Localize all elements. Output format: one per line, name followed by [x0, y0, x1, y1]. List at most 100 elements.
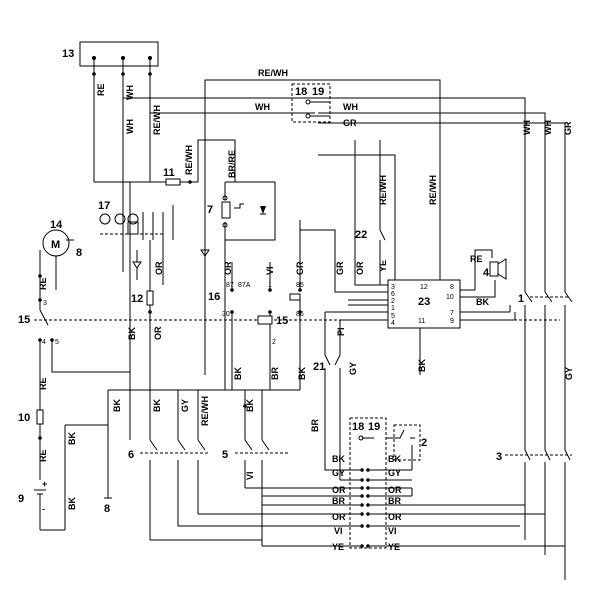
term-or2-r: OR [388, 512, 402, 522]
pin-1: 1 [268, 282, 272, 289]
wire-label-ye-22: YE [378, 260, 388, 272]
wire-label-gy-b: GY [180, 399, 190, 412]
pin-r6: 6 [391, 291, 395, 298]
term-vi-l: VI [334, 526, 343, 536]
switch-3 [505, 449, 572, 580]
battery-plus: + [42, 479, 47, 489]
horn-4 [474, 249, 507, 298]
wire-label-rewh-11: RE/WH [184, 145, 194, 175]
fuse-12 [146, 285, 154, 390]
switch-17 [99, 205, 174, 240]
wire-label-or-12a: OR [154, 261, 164, 275]
pin-2: 2 [272, 339, 276, 346]
term-vi-r: VI [388, 526, 397, 536]
control-unit-23 [300, 140, 515, 375]
pin-r1: 1 [391, 305, 395, 312]
term-br-l: BR [332, 496, 345, 506]
label-14: 14 [50, 219, 63, 231]
wire-label-bk-b2: BK [152, 399, 162, 412]
wire-label-re-15: RE [38, 377, 48, 390]
wire-label-pi-23: PI [336, 327, 346, 336]
pin-r2: 2 [391, 298, 395, 305]
wire-label-rewh-23: RE/WH [428, 175, 438, 205]
pin-87a: 87A [238, 282, 251, 289]
terminal-rows [262, 390, 566, 580]
wire-label-re-14: RE [38, 277, 48, 290]
pin-r9: 9 [450, 318, 454, 325]
pin-r11: 11 [418, 318, 425, 325]
switch-2 [386, 424, 421, 461]
wire-label-wh-top: WH [255, 102, 270, 112]
fuse-11 [94, 178, 198, 186]
term-ye-l: YE [332, 542, 344, 552]
pin-s5: 5 [55, 339, 59, 346]
relay-16 [224, 220, 302, 390]
wire-label-vi-16: VI [265, 266, 275, 275]
label-23: 23 [418, 296, 430, 308]
wire-label-re-13: RE [96, 83, 106, 96]
motor-14 [42, 229, 74, 290]
pin-s3: 3 [43, 300, 47, 307]
fuse-10 [36, 409, 44, 480]
label-1: 1 [518, 293, 524, 305]
wire-label-rewh-top: RE/WH [258, 68, 288, 78]
pin-85: 85 [296, 282, 304, 289]
label-22: 22 [355, 229, 367, 241]
wire-label-vi-5: VI [245, 471, 255, 480]
switch-22 [379, 229, 386, 241]
label-19-top: 19 [312, 86, 324, 98]
wire-label-br-21: BR [310, 419, 320, 432]
wire-label-rewh-13: RE/WH [152, 105, 162, 135]
pin-s4: 4 [42, 339, 46, 346]
wire-label-gr-23: GR [335, 261, 345, 275]
label-3: 3 [496, 451, 502, 463]
wire-label-gy-23: GY [348, 362, 358, 375]
wire-label-wh-r2: WH [543, 120, 553, 135]
label-21: 21 [313, 361, 325, 373]
wire-label-gr-r: GR [563, 121, 573, 135]
relay-7 [221, 195, 266, 228]
term-or2-l: OR [332, 512, 346, 522]
wire-label-rewh-22: RE/WH [378, 175, 388, 205]
switch-1 [509, 282, 573, 450]
label-12: 12 [131, 293, 143, 305]
pin-86: 86 [296, 311, 304, 318]
wire-label-bk-9: BK [67, 497, 77, 510]
terminal-block-13 [79, 41, 159, 67]
wire-label-gr-16: GR [295, 261, 305, 275]
term-gy-l: GY [332, 468, 345, 478]
ground-8 [104, 390, 112, 499]
connector-18-19-bottom [349, 417, 387, 549]
wiring-under-17 [122, 182, 210, 390]
wire-label-bk-9b: BK [67, 432, 77, 445]
term-ye-r: YE [388, 542, 400, 552]
switch-21 [324, 312, 341, 460]
term-or-r: OR [388, 485, 402, 495]
label-11: 11 [163, 167, 175, 179]
term-bk-l: BK [332, 454, 345, 464]
label-17: 17 [98, 200, 110, 212]
wire-label-bk-23: BK [417, 359, 427, 372]
wire-label-wh-13b: WH [125, 119, 135, 134]
pin-r7: 7 [450, 310, 454, 317]
wire-label-rewh-b: RE/WH [200, 396, 210, 426]
battery-minus: - [42, 504, 45, 514]
wire-label-gy-r: GY [564, 367, 574, 380]
label-16: 16 [208, 291, 220, 303]
label-18-top: 18 [295, 86, 307, 98]
wire-label-brre: BR/RE [227, 150, 237, 178]
pin-r12: 12 [420, 284, 428, 291]
wire-label-wh-top2: WH [343, 102, 358, 112]
pin-r3: 3 [391, 284, 395, 291]
pin-r5: 5 [391, 313, 395, 320]
wire-label-bk-4: BK [476, 297, 489, 307]
wire-label-or-12b: OR [153, 326, 163, 340]
pin-30: 30 [222, 311, 230, 318]
wiring-7 [197, 139, 276, 241]
wire-label-wh-r1: WH [522, 120, 532, 135]
wire-label-wh-13: WH [125, 85, 135, 100]
label-10: 10 [18, 412, 30, 424]
pin-r8: 8 [450, 284, 454, 291]
label-9: 9 [18, 493, 24, 505]
